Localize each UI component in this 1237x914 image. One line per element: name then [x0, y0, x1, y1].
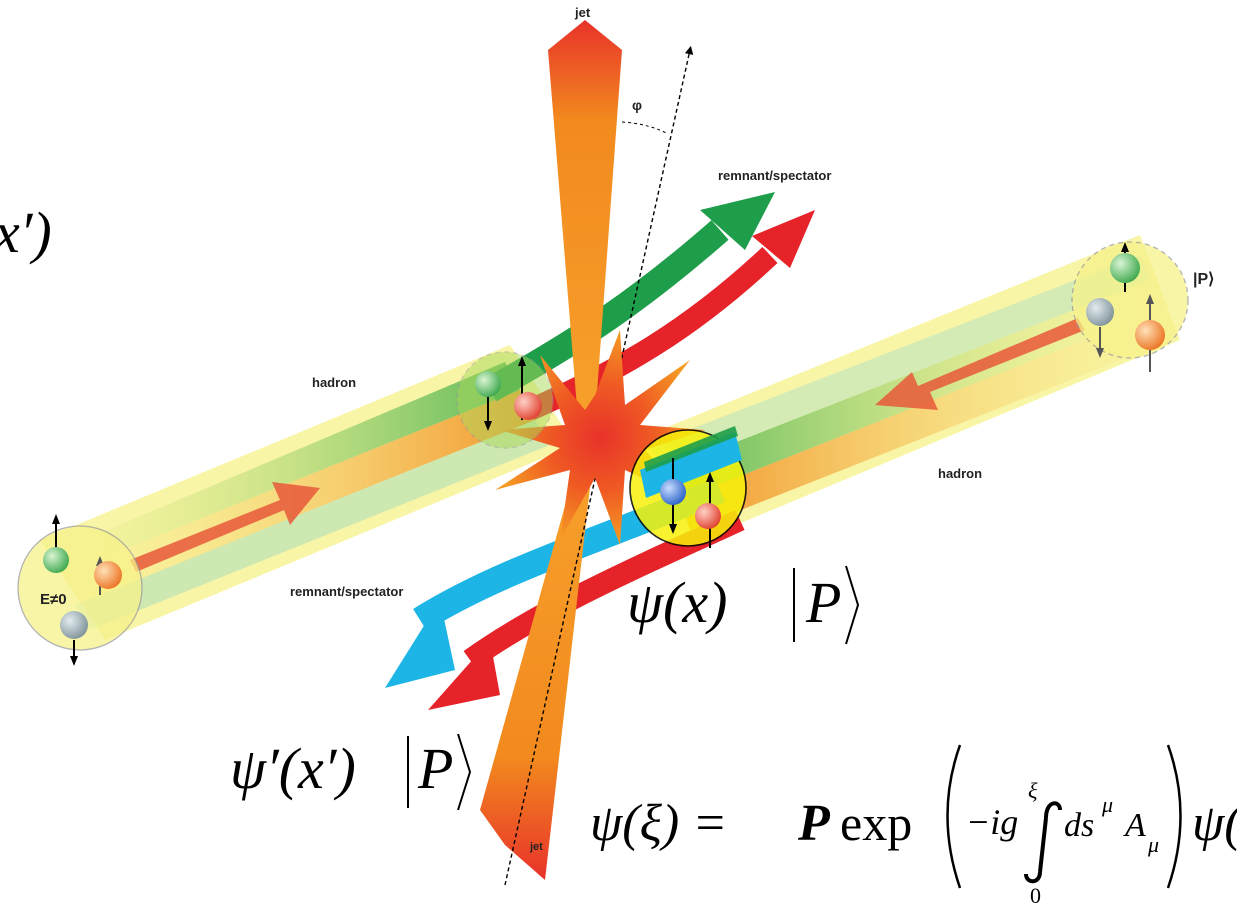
incoming-arrow-left	[130, 482, 320, 572]
svg-text:0: 0	[1030, 883, 1041, 908]
jet-top	[548, 20, 622, 420]
svg-text:μ: μ	[1101, 792, 1113, 817]
quark-blue	[660, 479, 686, 505]
quark-gray	[60, 611, 88, 639]
svg-text:ψ(x): ψ(x)	[627, 570, 727, 635]
label-angle: φ	[632, 97, 642, 113]
svg-text:exp: exp	[840, 795, 912, 851]
label-energy: E≠0	[40, 591, 67, 608]
svg-text:ξ: ξ	[1028, 778, 1038, 803]
jet-bottom	[480, 470, 592, 880]
svg-text:P: P	[797, 795, 831, 852]
label-hadron-right: hadron	[938, 466, 982, 481]
svg-text:−ig: −ig	[966, 802, 1018, 842]
label-hadron-left: hadron	[312, 375, 356, 390]
collision-blast	[495, 330, 705, 545]
svg-text:P: P	[417, 736, 453, 801]
svg-text:P: P	[805, 570, 841, 635]
quark-orange	[1135, 320, 1165, 350]
svg-text:μ: μ	[1147, 832, 1159, 857]
incoming-arrow-right	[875, 318, 1085, 410]
svg-text:ψ(ξ) =: ψ(ξ) =	[590, 795, 727, 852]
equation-gauge-link: ψ(ξ) = P exp −ig ξ 0 ds μ A μ ψ(	[590, 744, 1237, 908]
equation-partial-top-left: x′)	[0, 200, 52, 265]
svg-text:A: A	[1123, 807, 1146, 844]
quark-green	[1110, 253, 1140, 283]
quark-green	[475, 371, 501, 397]
quark-red	[695, 503, 721, 529]
equation-psi-prime-ket: ψ′(x′) P	[230, 733, 472, 811]
svg-text:ψ(: ψ(	[1192, 795, 1237, 852]
label-state-ket: |P⟩	[1193, 271, 1214, 288]
quark-red	[514, 392, 542, 420]
label-remnant-top: remnant/spectator	[718, 168, 831, 183]
label-jet-bottom: jet	[529, 841, 543, 853]
label-remnant-bottom: remnant/spectator	[290, 584, 403, 599]
quark-green	[43, 547, 69, 573]
svg-text:ds: ds	[1064, 807, 1094, 844]
equation-psi-x-ket: ψ(x) P	[627, 565, 860, 645]
label-jet-top: jet	[574, 5, 591, 20]
quark-orange	[94, 561, 122, 589]
quarks	[43, 242, 1165, 666]
svg-text:ψ′(x′): ψ′(x′)	[230, 736, 356, 801]
quark-gray	[1086, 298, 1114, 326]
